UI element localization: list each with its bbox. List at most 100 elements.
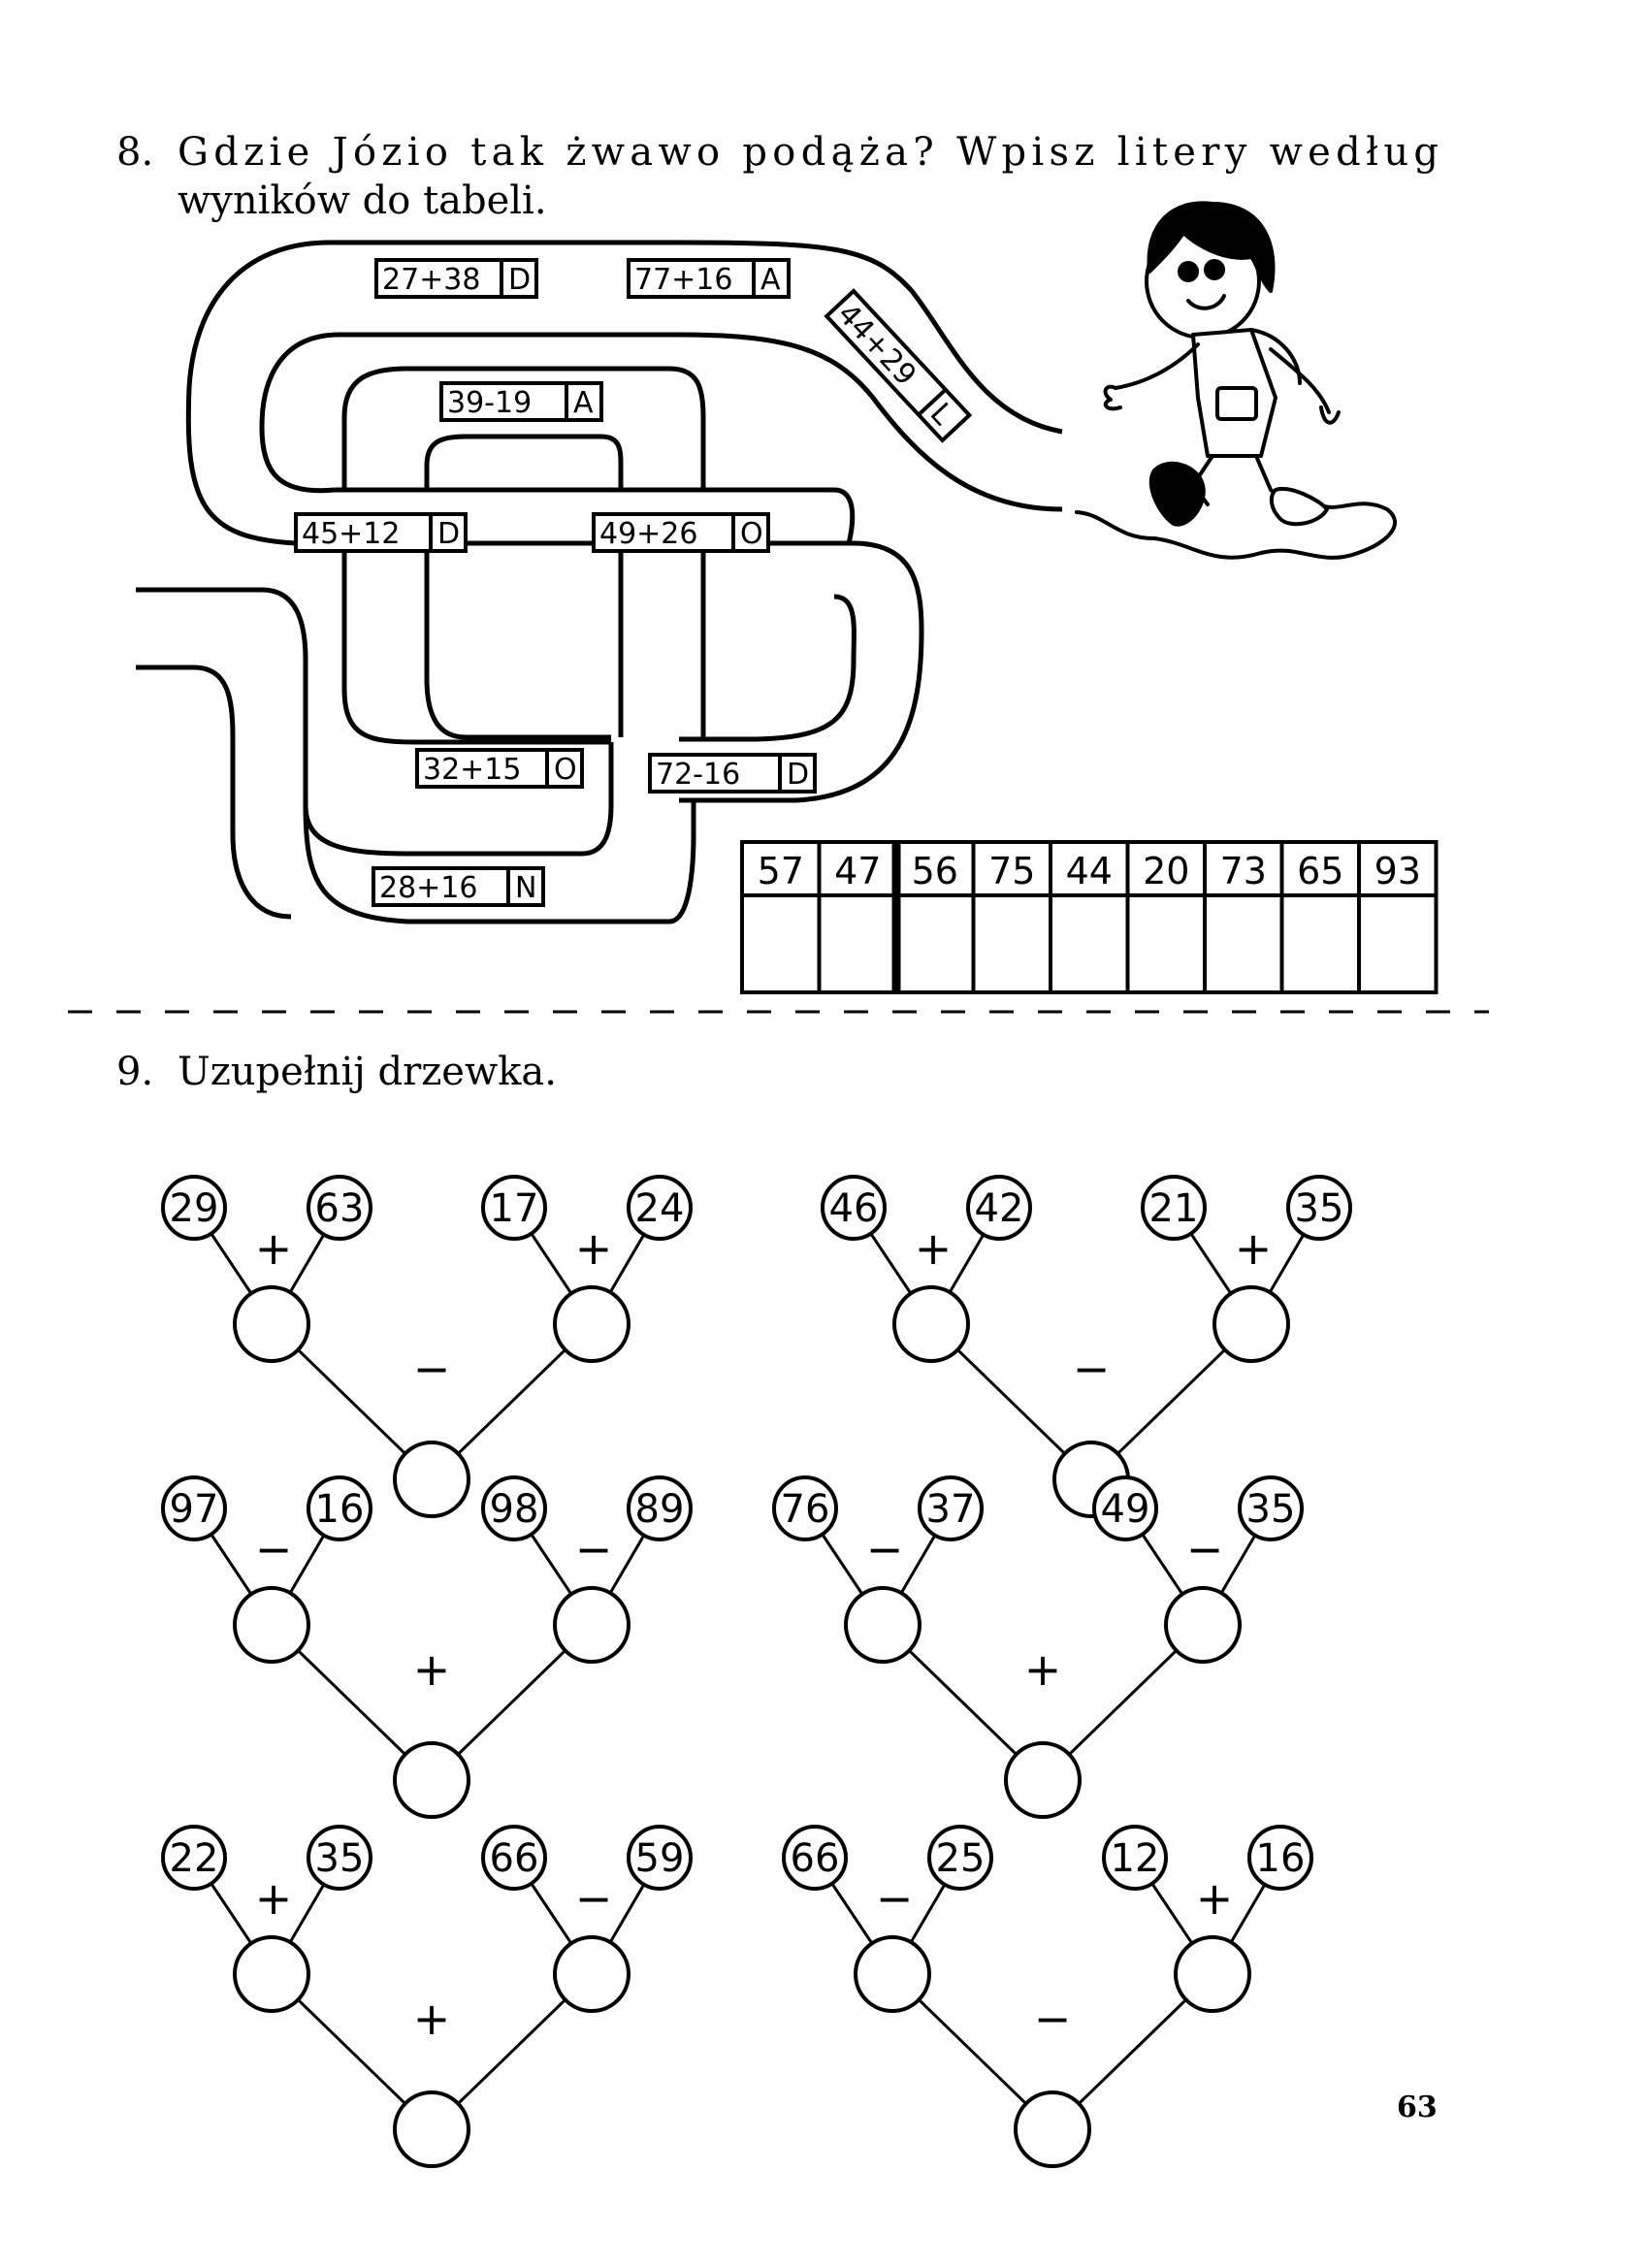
road-card-letter: D [437,517,460,551]
tree-leaf-number: 98 [490,1487,539,1532]
tree-leaf-circle [627,1475,693,1541]
road-outer-top [185,240,1063,546]
tree-answer-circle[interactable] [393,1741,470,1819]
boy-shirt [1191,328,1277,458]
tree-leaf-number: 66 [791,1836,840,1881]
answer-table-result: 44 [1066,850,1113,892]
tree-leaf-circle [307,1175,372,1241]
tree-right-operator: + [575,1222,613,1275]
road-card-expression: 44+29 [830,297,922,392]
tree-answer-circle[interactable] [1174,1935,1251,2013]
tree-leaf-number: 16 [1256,1836,1306,1881]
tree-bottom-operator: − [1034,1993,1072,2045]
tree-answer-circle[interactable] [1004,1741,1082,1819]
tree-leaf-number: 63 [315,1186,365,1231]
road-card-letter: D [787,758,809,792]
tree-answer-circle[interactable] [233,1285,310,1363]
tree-answer-circle[interactable] [1164,1586,1242,1664]
tree-answer-circle[interactable] [1212,1285,1290,1363]
road-card-expression: 27+38 [382,263,480,297]
answer-table-letter-cell[interactable] [1203,893,1284,994]
answer-table-letter-cell[interactable] [894,893,976,994]
tree-answer-circle[interactable] [233,1935,310,2013]
tree-leaf-circle [821,1175,887,1241]
tree-leaf-circle [307,1475,372,1541]
boy-arm-left [1114,342,1200,390]
tree-answer-circle[interactable] [844,1586,922,1664]
boy-hand-left [1103,384,1122,411]
road-card-expression: 77+16 [634,263,732,297]
tree-leaf-circle [1247,1825,1313,1891]
tree-leaf-number: 42 [975,1186,1024,1231]
answer-table-letter-cell[interactable] [740,893,822,994]
road-exit-inner [303,742,614,857]
tree-leaf-number: 21 [1149,1186,1199,1231]
answer-table-result: 75 [988,850,1035,892]
tree-leaf-circle [1102,1825,1168,1891]
tree-leaf-circle [1092,1475,1158,1541]
tree-leaf-number: 22 [170,1836,219,1881]
answer-table-letter-cell[interactable] [1125,893,1207,994]
tree-leaf-circle [1238,1475,1304,1541]
tree-leaf-number: 66 [490,1836,539,1881]
answer-table-letter-cell[interactable] [1357,893,1439,994]
tree-answer-circle[interactable] [854,1935,931,2013]
boy-shoe-left [1148,461,1206,527]
tree-answer-circle[interactable] [892,1285,970,1363]
exercise-8-instruction-line1: Gdzie Józio tak żwawo podąża? Wpisz lite… [178,130,1439,175]
tree-leaf-circle [1286,1175,1352,1241]
tree-answer-circle[interactable] [1014,2090,1091,2168]
tree-leaf-circle [772,1475,838,1541]
tree-left-operator: + [255,1222,293,1275]
tree-answer-circle[interactable] [233,1586,310,1664]
answer-table-letter-cell[interactable] [817,893,898,994]
tree-right-operator: − [575,1523,613,1575]
answer-table-result-cell [740,840,822,897]
road-card-expression: 39-19 [447,386,532,420]
tree-leaf-number: 46 [829,1186,879,1231]
tree-answer-circle[interactable] [393,2090,470,2168]
tree-bottom-operator: + [413,1993,451,2045]
tree-right-operator: + [1196,1872,1234,1925]
boy-shoe-right [1269,487,1329,527]
answer-table-result: 57 [758,850,804,892]
boy-hand-right [1319,405,1341,425]
tree-answer-circle[interactable] [553,1586,630,1664]
boy-arm-right [1269,347,1331,414]
boy-pocket [1215,386,1258,421]
tree-right-operator: − [575,1872,613,1925]
tree-leaf-number: 76 [781,1487,830,1532]
tree-leaf-circle [161,1175,227,1241]
tree-answer-circle[interactable] [393,1441,470,1518]
answer-table-letter-cell[interactable] [971,893,1052,994]
tree-left-operator: − [876,1872,914,1925]
tree-answer-circle[interactable] [553,1935,630,2013]
road-exit-outer [136,587,696,924]
answer-table-letter-cell[interactable] [1049,893,1130,994]
boy-eye-right [1204,259,1225,280]
road-inner-top [259,332,1063,512]
tree-left-operator: + [915,1222,953,1275]
road-loop-top-inner [424,434,624,490]
tree-leaf-circle [927,1825,993,1891]
tree-leaf-circle [918,1475,984,1541]
road-card-expression: 72-16 [656,758,740,792]
tree-leaf-number: 29 [170,1186,219,1231]
tree-answer-circle[interactable] [553,1285,630,1363]
answer-table-letter-cell[interactable] [1279,893,1361,994]
tree-leaf-number: 24 [635,1186,685,1231]
road-card-letter: A [573,386,594,420]
tree-left-operator: − [866,1523,904,1575]
tree-bottom-operator: + [413,1643,451,1696]
road-inner-right [335,487,857,742]
tree-leaf-number: 35 [315,1836,365,1881]
road-card-expression: 45+12 [302,517,400,551]
